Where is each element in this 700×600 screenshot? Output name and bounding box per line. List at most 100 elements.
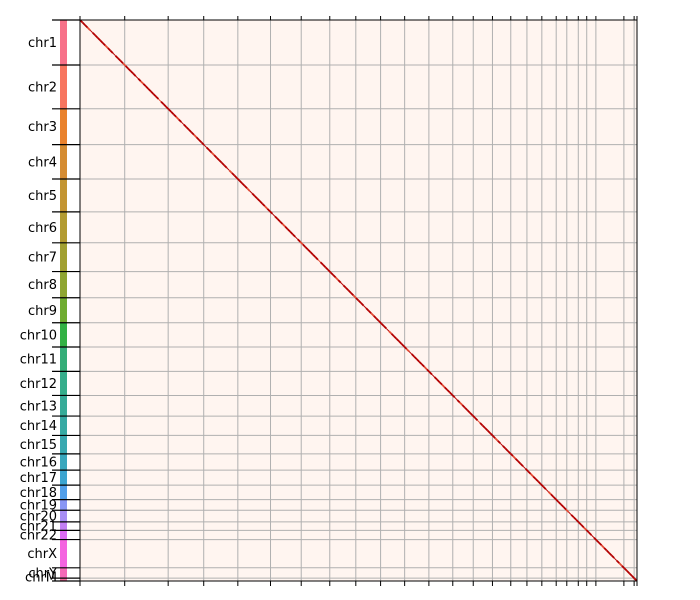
diagonal-segment <box>170 111 175 115</box>
diagonal-segment <box>117 57 122 62</box>
diagonal-segment <box>292 233 296 238</box>
diagonal-segment <box>363 305 367 309</box>
color-bar-segment-chr16 <box>60 453 67 471</box>
diagonal-segment <box>137 78 142 82</box>
color-bar-segment-chr18 <box>60 485 67 500</box>
diagonal-segment <box>89 29 94 34</box>
diagonal-segment <box>585 529 590 534</box>
diagonal-segment <box>193 134 198 138</box>
diagonal-segment <box>228 169 233 174</box>
color-bar-segment-chr5 <box>60 178 67 212</box>
diagonal-segment <box>507 450 512 455</box>
chromosome-label-chr14: chr14 <box>20 419 57 434</box>
diagonal-segment <box>388 330 393 335</box>
diagonal-segment <box>335 276 339 281</box>
diagonal-segment <box>337 279 342 284</box>
diagonal-segment <box>542 486 547 490</box>
diagonal-segment <box>84 24 89 29</box>
diagonal-segment <box>623 567 628 572</box>
diagonal-segment <box>436 378 441 383</box>
diagonal-segment <box>365 307 370 312</box>
diagonal-segment <box>276 218 281 223</box>
color-bar-segment-chrY <box>60 567 67 579</box>
diagonal-segment <box>319 261 324 266</box>
diagonal-segment <box>562 506 567 511</box>
diagonal-segment <box>183 123 187 128</box>
diagonal-segment <box>497 440 501 444</box>
diagonal-segment <box>598 542 603 546</box>
color-bar-segment-chr6 <box>60 211 67 243</box>
diagonal-segment <box>616 559 620 564</box>
diagonal-segment <box>327 269 332 274</box>
chromosome-label-chr12: chr12 <box>20 377 57 392</box>
diagonal-segment <box>114 55 119 59</box>
diagonal-segment <box>573 516 577 521</box>
diagonal-segment <box>408 351 413 355</box>
diagonal-segment <box>81 21 86 26</box>
diagonal-segment <box>530 473 534 478</box>
diagonal-segment <box>165 106 170 110</box>
diagonal-segment <box>479 422 484 427</box>
diagonal-segment <box>251 192 256 197</box>
diagonal-segment <box>254 195 258 200</box>
diagonal-segment <box>522 465 526 470</box>
diagonal-segment <box>86 27 91 31</box>
diagonal-segment <box>373 315 377 319</box>
chromosome-label-chr20: chr20 <box>20 510 57 525</box>
diagonal-segment <box>175 116 180 121</box>
color-bar-segment-chr10 <box>60 322 67 347</box>
chromosome-label-chr22: chr22 <box>20 528 57 543</box>
chromosome-label-chr7: chr7 <box>28 251 57 266</box>
diagonal-segment <box>628 572 633 577</box>
diagonal-segment <box>418 361 423 365</box>
diagonal-segment <box>352 294 357 299</box>
diagonal-segment <box>302 243 306 248</box>
diagonal-segment <box>195 136 200 141</box>
diagonal-segment <box>568 511 572 516</box>
diagonal-segment <box>537 480 542 485</box>
diagonal-segment <box>557 501 562 506</box>
chromosome-label-chrX: chrX <box>27 547 57 562</box>
diagonal-segment <box>459 401 463 406</box>
diagonal-segment <box>246 187 251 192</box>
diagonal-segment <box>611 554 615 559</box>
diagonal-segment <box>499 442 504 447</box>
diagonal-segment <box>605 549 610 554</box>
diagonal-segment <box>107 47 112 52</box>
diagonal-segment <box>555 498 560 503</box>
diagonal-segment <box>360 302 365 307</box>
chromosome-labels: chr1chr2chr3chr4chr5chr6chr7chr8chr9chr1… <box>20 36 57 585</box>
diagonal-segment <box>545 488 549 493</box>
diagonal-segment <box>413 355 418 360</box>
diagonal-segment <box>532 475 537 480</box>
diagonal-segment <box>466 409 471 414</box>
diagonal-segment <box>281 223 286 228</box>
diagonal-segment <box>226 167 230 171</box>
diagonal-segment <box>124 65 129 70</box>
diagonal-segment <box>618 562 623 567</box>
diagonal-segment <box>102 42 106 47</box>
diagonal-segment <box>433 376 438 381</box>
color-bar-segment-chr7 <box>60 242 67 272</box>
color-bar-segment-chr17 <box>60 470 67 486</box>
heatmap-frame <box>79 19 638 582</box>
diagonal-segment <box>509 452 514 457</box>
diagonal-segment <box>560 503 565 508</box>
diagonal-segment <box>261 202 266 207</box>
diagonal-segment <box>324 266 329 271</box>
color-bar-segment-chr22 <box>60 530 67 540</box>
diagonal-segment <box>129 70 134 75</box>
diagonal-segment <box>570 514 575 518</box>
chromosome-label-chr11: chr11 <box>20 353 57 368</box>
diagonal-segment <box>200 141 205 146</box>
diagonal-segment <box>223 164 228 169</box>
diagonal-segment <box>132 72 137 77</box>
diagonal-segment <box>312 253 317 258</box>
diagonal-segment <box>603 547 608 552</box>
diagonal-segment <box>155 95 160 100</box>
diagonal-segment <box>160 100 165 105</box>
diagonal-segment <box>150 90 155 95</box>
chromosome-label-chr1: chr1 <box>28 36 57 51</box>
diagonal-segment <box>403 345 408 350</box>
